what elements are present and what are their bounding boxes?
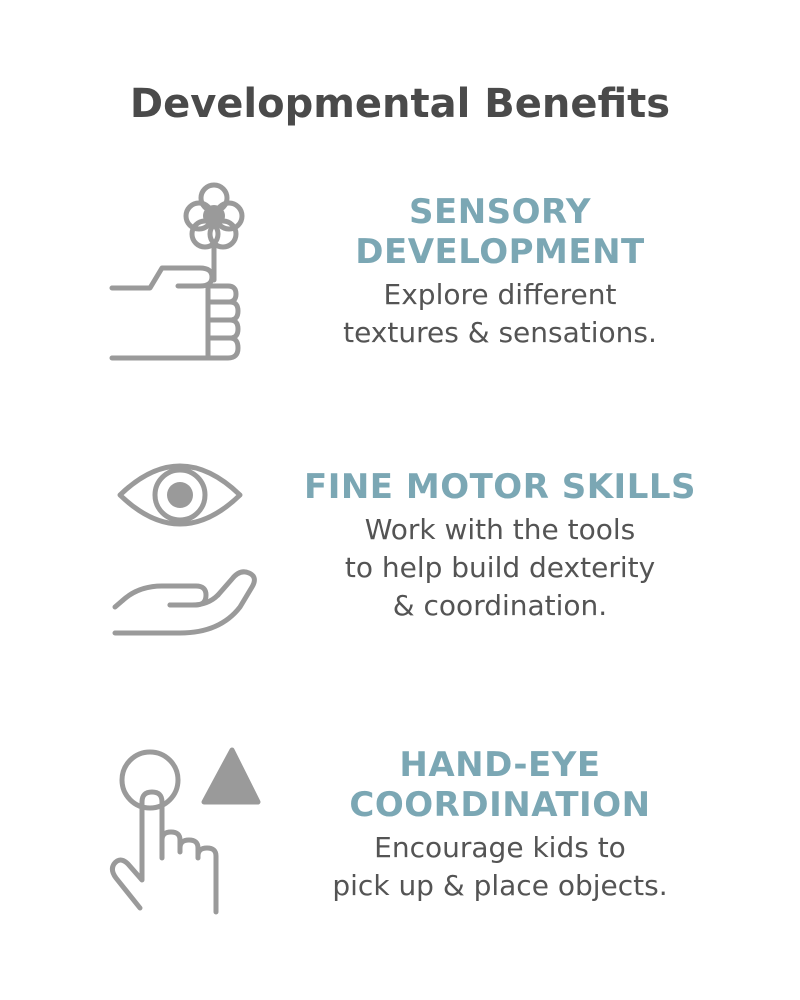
benefit-hand-eye-coordination: HAND-EYE COORDINATION Encourage kids to … xyxy=(0,740,800,920)
heading-line: COORDINATION xyxy=(349,785,651,825)
hand-holding-flower-icon xyxy=(100,180,270,365)
eye-over-hand-icon xyxy=(100,455,270,640)
description-line: & coordination. xyxy=(392,589,608,622)
description-line: Encourage kids to xyxy=(374,831,626,864)
heading-line: FINE MOTOR SKILLS xyxy=(303,467,697,507)
benefit-description: Work with the tools to help build dexter… xyxy=(300,511,700,625)
benefit-fine-motor-skills: FINE MOTOR SKILLS Work with the tools to… xyxy=(0,455,800,645)
benefit-sensory-development: SENSORY DEVELOPMENT Explore different te… xyxy=(0,180,800,370)
heading-line: DEVELOPMENT xyxy=(355,232,645,272)
heading-line: SENSORY xyxy=(409,192,591,232)
benefit-description: Encourage kids to pick up & place object… xyxy=(300,829,700,905)
description-line: Explore different xyxy=(383,278,617,311)
benefit-description: Explore different textures & sensations. xyxy=(300,276,700,352)
page-title: Developmental Benefits xyxy=(129,81,671,127)
benefit-heading: HAND-EYE COORDINATION xyxy=(300,745,700,825)
benefit-heading: FINE MOTOR SKILLS xyxy=(300,467,700,507)
description-line: Work with the tools xyxy=(364,513,636,546)
description-line: pick up & place objects. xyxy=(332,869,668,902)
description-line: to help build dexterity xyxy=(344,551,656,584)
description-line: textures & sensations. xyxy=(343,316,657,349)
benefit-heading: SENSORY DEVELOPMENT xyxy=(300,192,700,272)
finger-pointing-shapes-icon xyxy=(100,740,270,920)
heading-line: HAND-EYE xyxy=(399,745,601,785)
